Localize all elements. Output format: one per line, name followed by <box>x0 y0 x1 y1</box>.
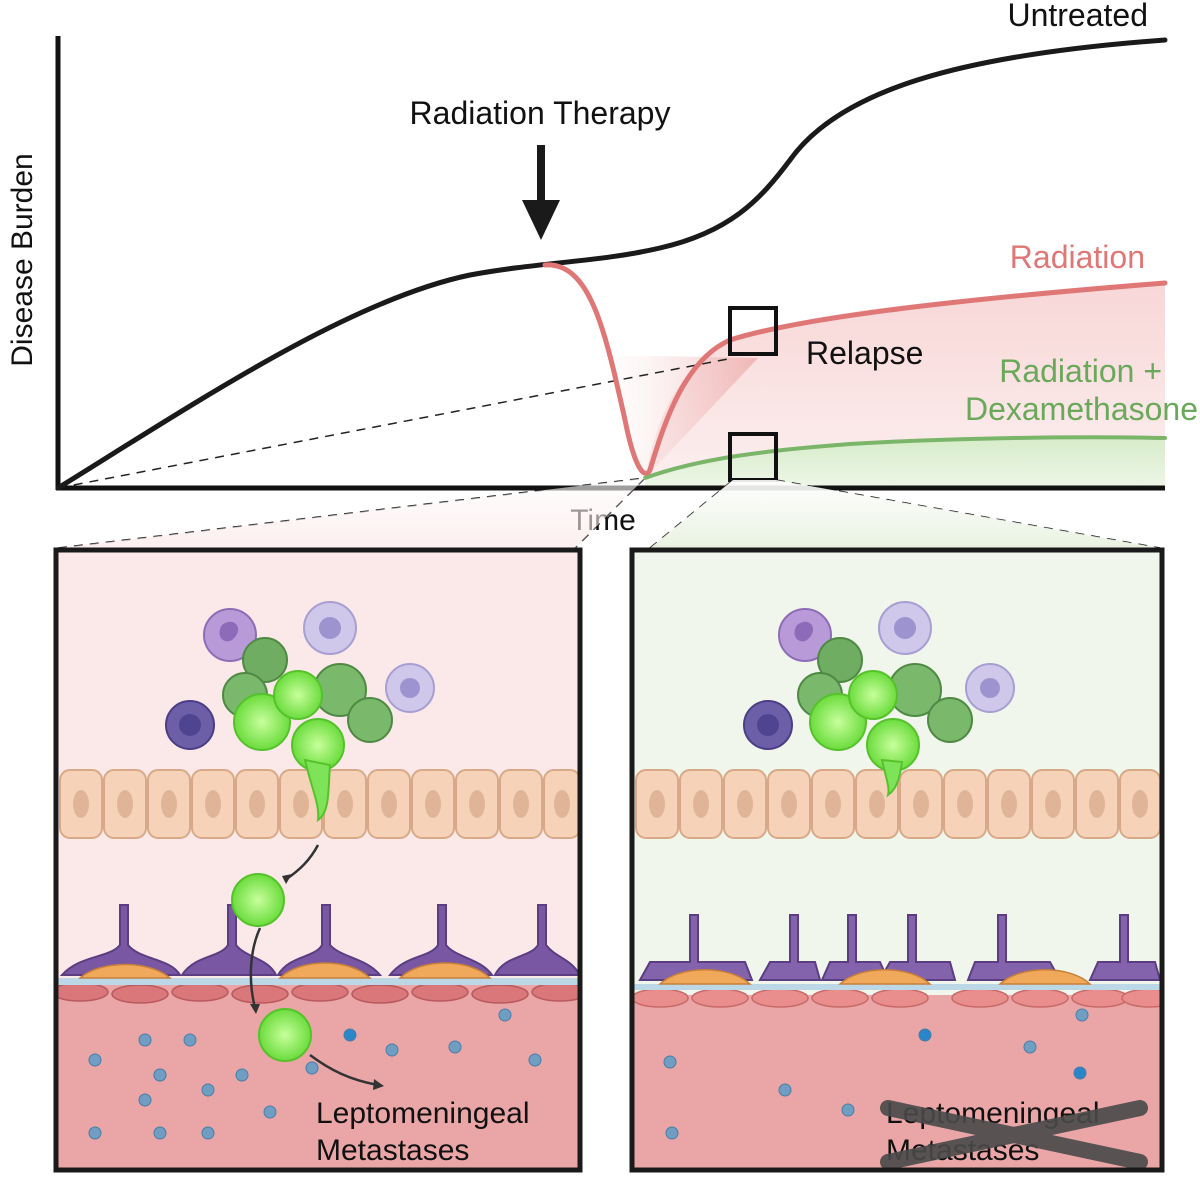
strike-x-icon <box>880 1100 1148 1170</box>
disease-burden-graph: Disease Burden Time Radiation Therapy Un… <box>6 0 1198 549</box>
epithelial-nuclei <box>649 790 1148 818</box>
relapse-label: Relapse <box>806 335 923 371</box>
endothelial-strip <box>632 988 1162 1008</box>
untreated-curve <box>55 37 1168 491</box>
relapse-box-radiation <box>728 306 778 356</box>
radiation-curve <box>542 262 1168 476</box>
immune-cluster <box>165 601 435 823</box>
right-panel: Leptomeningeal Metastases <box>632 550 1162 1170</box>
parenchyma <box>56 985 580 1170</box>
projection-dash <box>57 357 734 489</box>
radiation-dex-curve <box>643 435 1167 480</box>
radiation-dex-label-2: Dexamethasone <box>965 391 1198 427</box>
migrating-tumor-cells <box>231 873 312 1062</box>
right-panel-frame <box>629 547 1165 1173</box>
pericyte-layer <box>78 962 492 979</box>
left-panel: Leptomeningeal Metastases <box>56 550 580 1170</box>
untreated-label: Untreated <box>1007 0 1148 33</box>
epithelial-nuclei <box>73 790 570 818</box>
therapy-arrow <box>522 145 560 240</box>
left-panel-label-2: Metastases <box>316 1134 469 1167</box>
astrocyte-layer <box>638 914 1162 981</box>
endothelial-strip <box>56 982 580 1004</box>
left-panel-label-1: Leptomeningeal <box>316 1097 530 1130</box>
left-projection <box>58 478 645 548</box>
csf-particles <box>88 1008 542 1140</box>
y-axis-label: Disease Burden <box>6 153 39 366</box>
immune-cluster <box>743 601 1015 798</box>
radiation-label: Radiation <box>1010 239 1145 275</box>
csf-particles <box>663 1008 1089 1140</box>
therapy-label: Radiation Therapy <box>410 95 671 131</box>
right-projection <box>650 480 1160 548</box>
pericyte-layer <box>658 969 1092 985</box>
left-panel-frame <box>53 547 583 1173</box>
relapse-wedge <box>600 355 758 478</box>
radiation-dex-label-1: Radiation + <box>999 353 1162 389</box>
